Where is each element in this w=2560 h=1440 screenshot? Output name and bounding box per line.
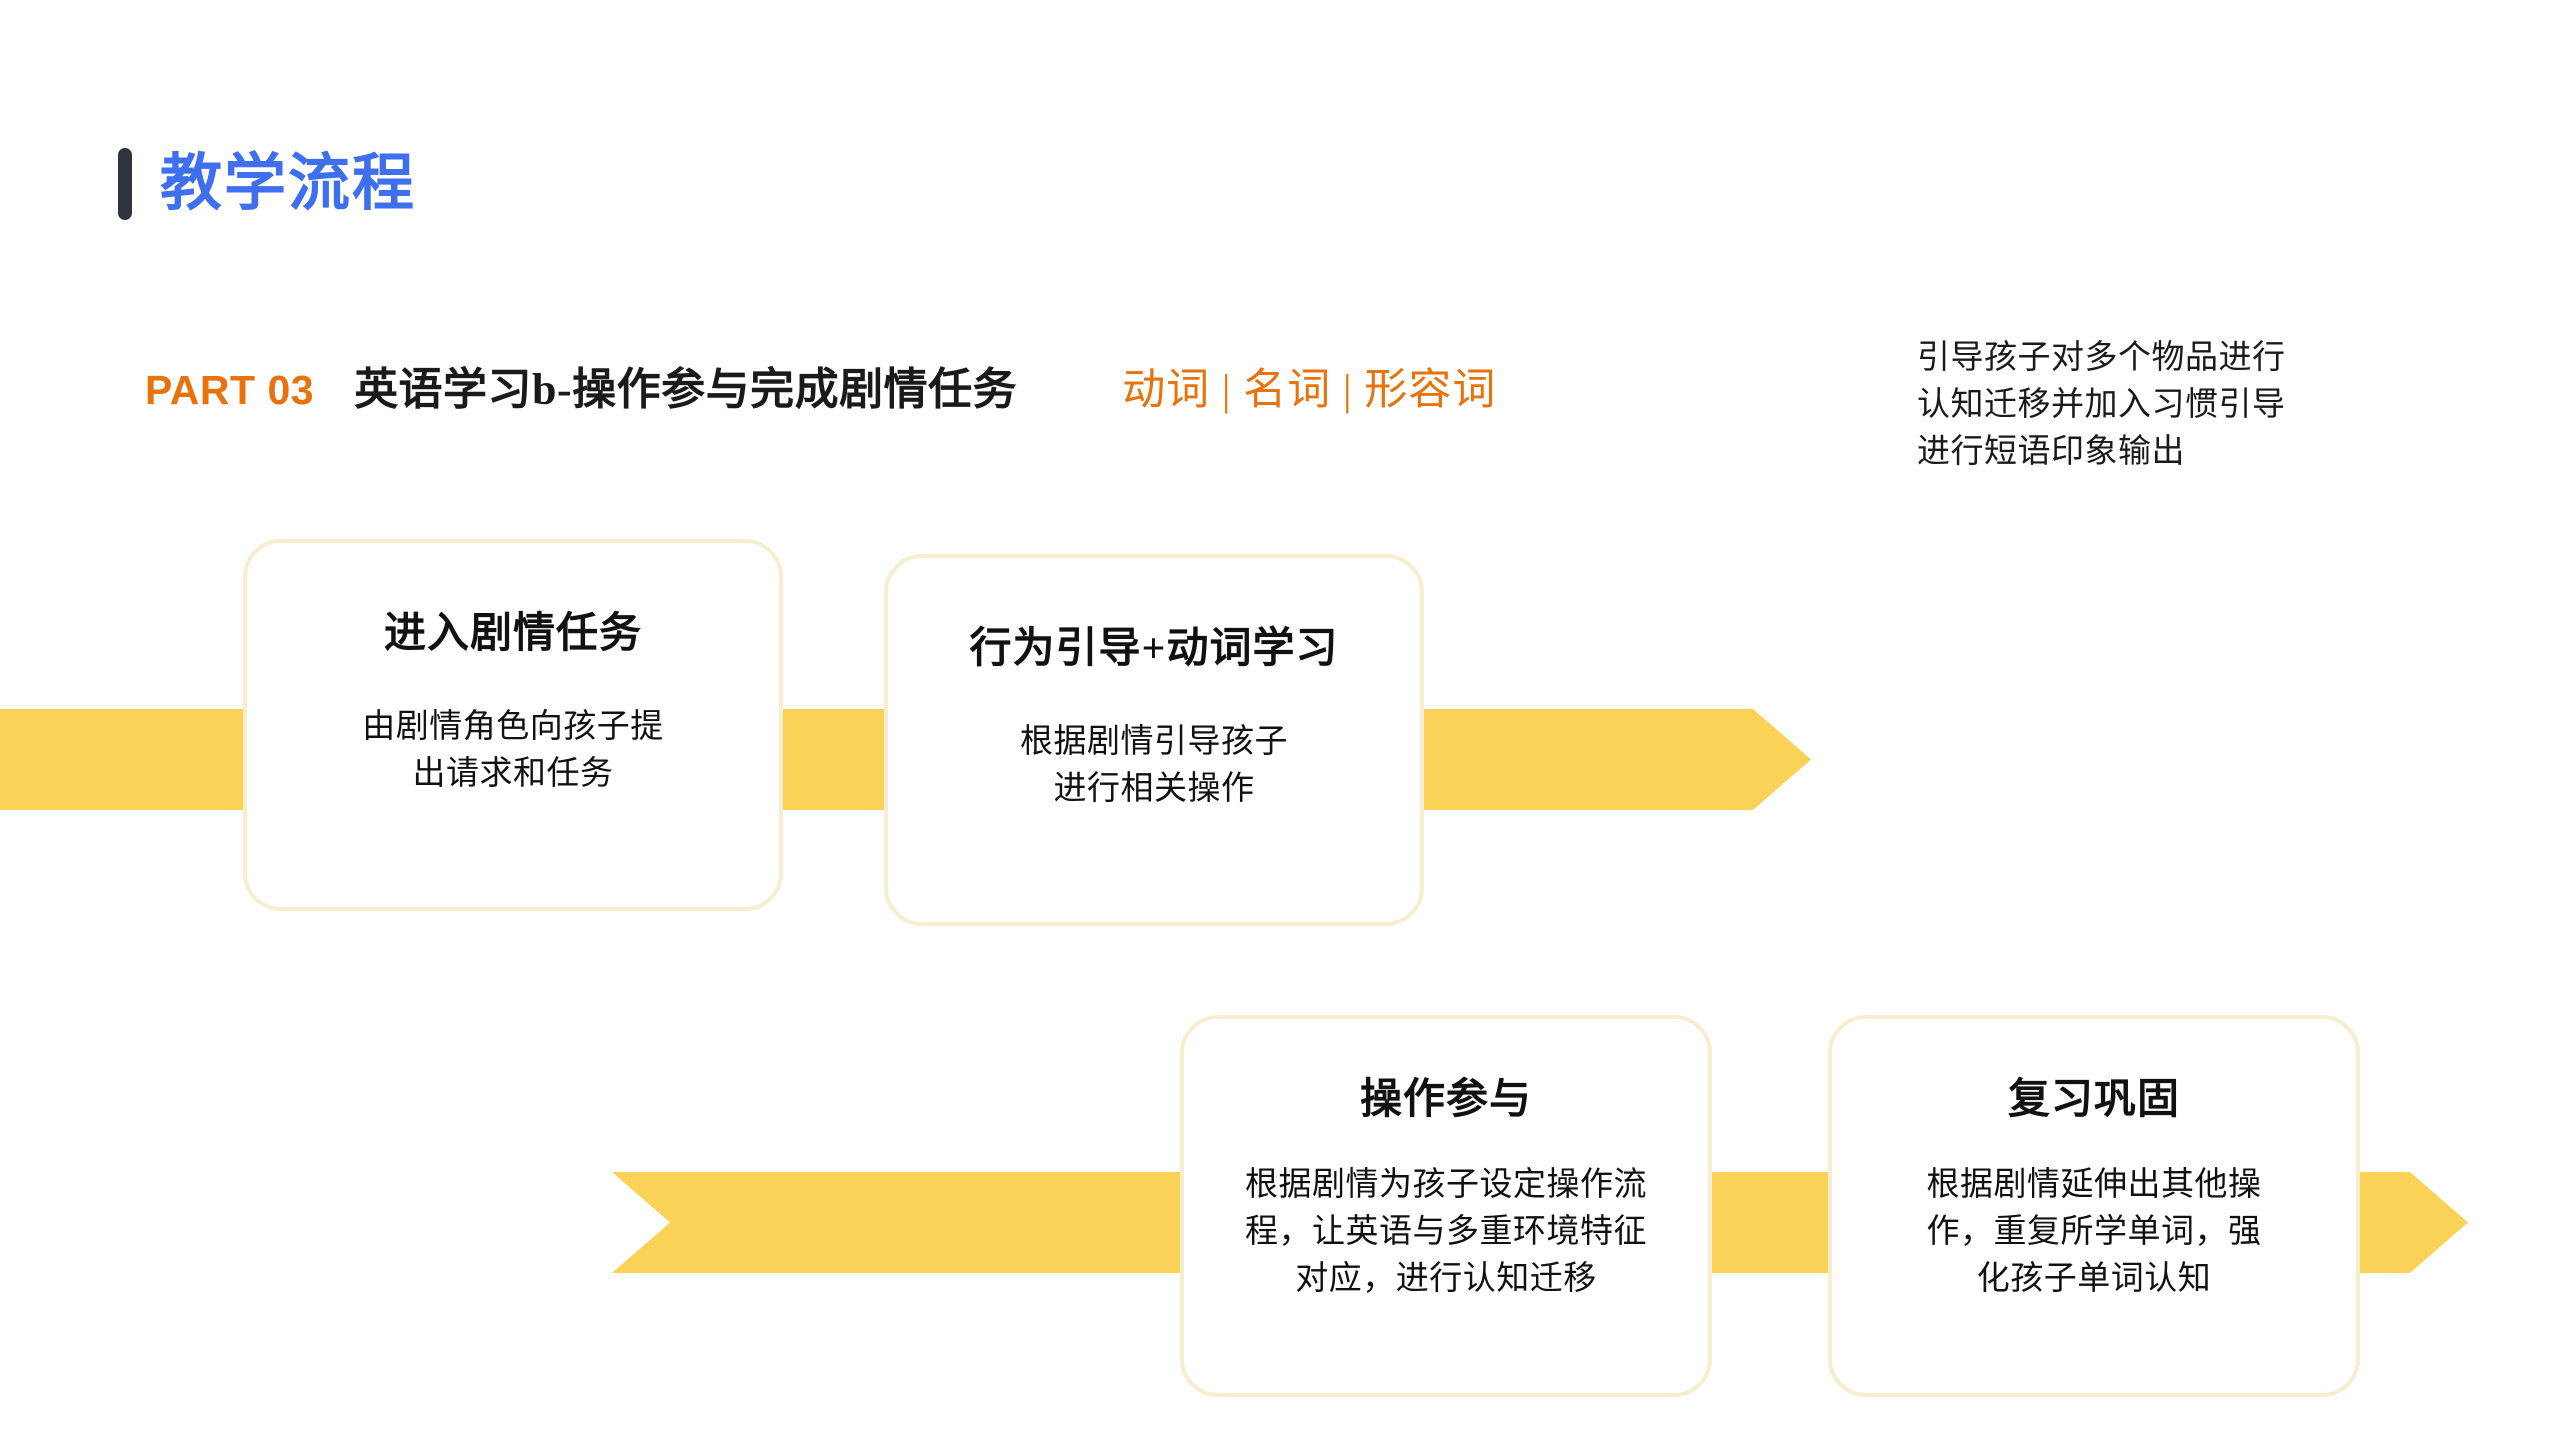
page-title-group: 教学流程 [118, 148, 416, 220]
page-title: 教学流程 [160, 150, 417, 218]
step-card-body-line: 进行相关操作 [1053, 770, 1255, 807]
section-title: 英语学习b-操作参与完成剧情任务 [354, 365, 1018, 414]
step-card-title: 操作参与 [1359, 1077, 1532, 1123]
step-card-4[interactable]: 复习巩固 根据剧情延伸出其他操 作，重复所学单词，强 化孩子单词认知 [1828, 1015, 2360, 1397]
step-card-body-line: 根据剧情延伸出其他操 [1926, 1167, 2262, 1203]
step-card-2[interactable]: 行为引导+动词学习 根据剧情引导孩子 进行相关操作 [884, 554, 1424, 926]
step-card-body-line: 由剧情角色向孩子提 [362, 709, 664, 745]
step-card-body: 根据剧情延伸出其他操 作，重复所学单词，强 化孩子单词认知 [1858, 1162, 2330, 1303]
section-header: PART 03 英语学习b-操作参与完成剧情任务 动词 | 名词 | 形容词 [145, 353, 1496, 417]
step-card-3[interactable]: 操作参与 根据剧情为孩子设定操作流 程，让英语与多重环境特征 对应，进行认知迁移 [1180, 1015, 1712, 1397]
step-card-body-line: 程，让英语与多重环境特征 [1245, 1213, 1647, 1250]
side-note-line: 进行短语印象输出 [1917, 433, 2185, 470]
step-card-1[interactable]: 进入剧情任务 由剧情角色向孩子提 出请求和任务 [243, 539, 783, 911]
step-card-body: 由剧情角色向孩子提 出请求和任务 [273, 704, 753, 798]
step-card-body-line: 根据剧情为孩子设定操作流 [1245, 1167, 1647, 1203]
step-card-body: 根据剧情为孩子设定操作流 程，让英语与多重环境特征 对应，进行认知迁移 [1210, 1162, 1682, 1303]
step-card-title: 进入剧情任务 [383, 611, 642, 657]
title-accent-bar [118, 148, 132, 220]
side-note-line: 认知迁移并加入习惯引导 [1917, 386, 2286, 423]
side-note-line: 引导孩子对多个物品进行 [1917, 340, 2286, 376]
section-tags: 动词 | 名词 | 形容词 [1122, 367, 1497, 414]
part-label: PART 03 [145, 367, 315, 413]
step-card-body-line: 作，重复所学单词，强 [1926, 1213, 2262, 1250]
step-card-body-line: 出请求和任务 [412, 755, 614, 792]
side-note: 引导孩子对多个物品进行 认知迁移并加入习惯引导 进行短语印象输出 [1917, 335, 2357, 476]
step-card-body-line: 根据剧情引导孩子 [1020, 724, 1288, 760]
step-card-title: 行为引导+动词学习 [969, 626, 1339, 672]
step-card-body-line: 化孩子单词认知 [1976, 1260, 2212, 1297]
step-card-body: 根据剧情引导孩子 进行相关操作 [914, 719, 1394, 813]
step-card-title: 复习巩固 [2007, 1077, 2180, 1123]
step-card-body-line: 对应，进行认知迁移 [1295, 1260, 1597, 1297]
